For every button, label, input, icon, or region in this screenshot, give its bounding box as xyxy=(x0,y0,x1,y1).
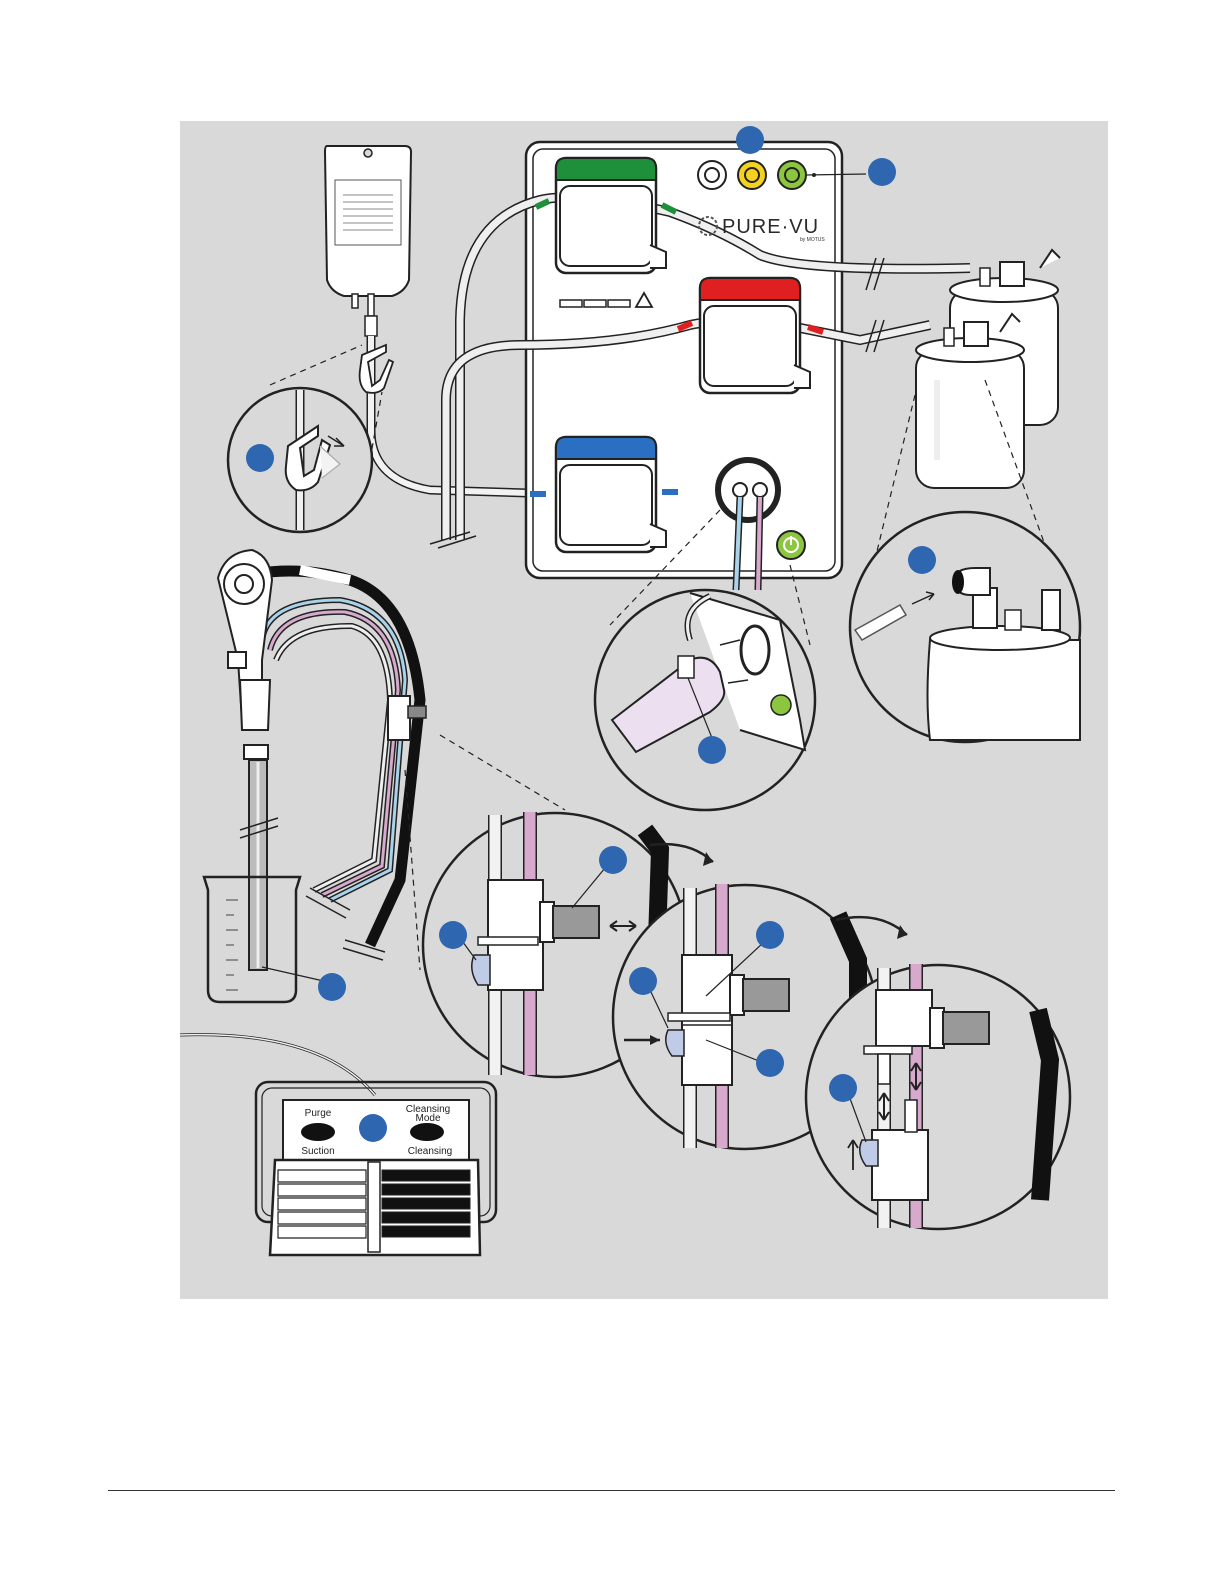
pump-head-green xyxy=(556,158,666,273)
brand-sub: by MOTUS xyxy=(800,237,825,243)
connector-socket xyxy=(718,460,778,520)
callout-marker xyxy=(318,973,346,1001)
cleansing-mode-label-2: Mode xyxy=(415,1113,440,1124)
detail-connector xyxy=(595,590,815,810)
footer-rule xyxy=(108,1490,1115,1491)
brand-name: PURE·VU xyxy=(722,216,819,238)
pump-head-red xyxy=(700,278,810,393)
power-button xyxy=(777,531,805,559)
callout-marker xyxy=(359,1114,387,1142)
detail-canister-port xyxy=(850,512,1080,742)
status-indicator-bars xyxy=(560,300,630,307)
suction-label: Suction xyxy=(301,1146,334,1157)
callout-marker xyxy=(908,546,936,574)
callout-marker xyxy=(829,1074,857,1102)
cleansing-label: Cleansing xyxy=(408,1146,452,1157)
callout-marker xyxy=(756,1049,784,1077)
callout-marker xyxy=(756,921,784,949)
callout-marker xyxy=(439,921,467,949)
callout-marker xyxy=(868,158,896,186)
connector-ports xyxy=(698,161,806,189)
callout-marker xyxy=(736,126,764,154)
callout-marker xyxy=(246,444,274,472)
pump-head-blue xyxy=(556,437,666,552)
callout-marker xyxy=(599,846,627,874)
footswitch: Purge Cleansing Mode Suction Cleansing xyxy=(256,1082,496,1255)
callout-marker xyxy=(698,736,726,764)
purge-label: Purge xyxy=(305,1108,332,1119)
callout-marker xyxy=(629,967,657,995)
